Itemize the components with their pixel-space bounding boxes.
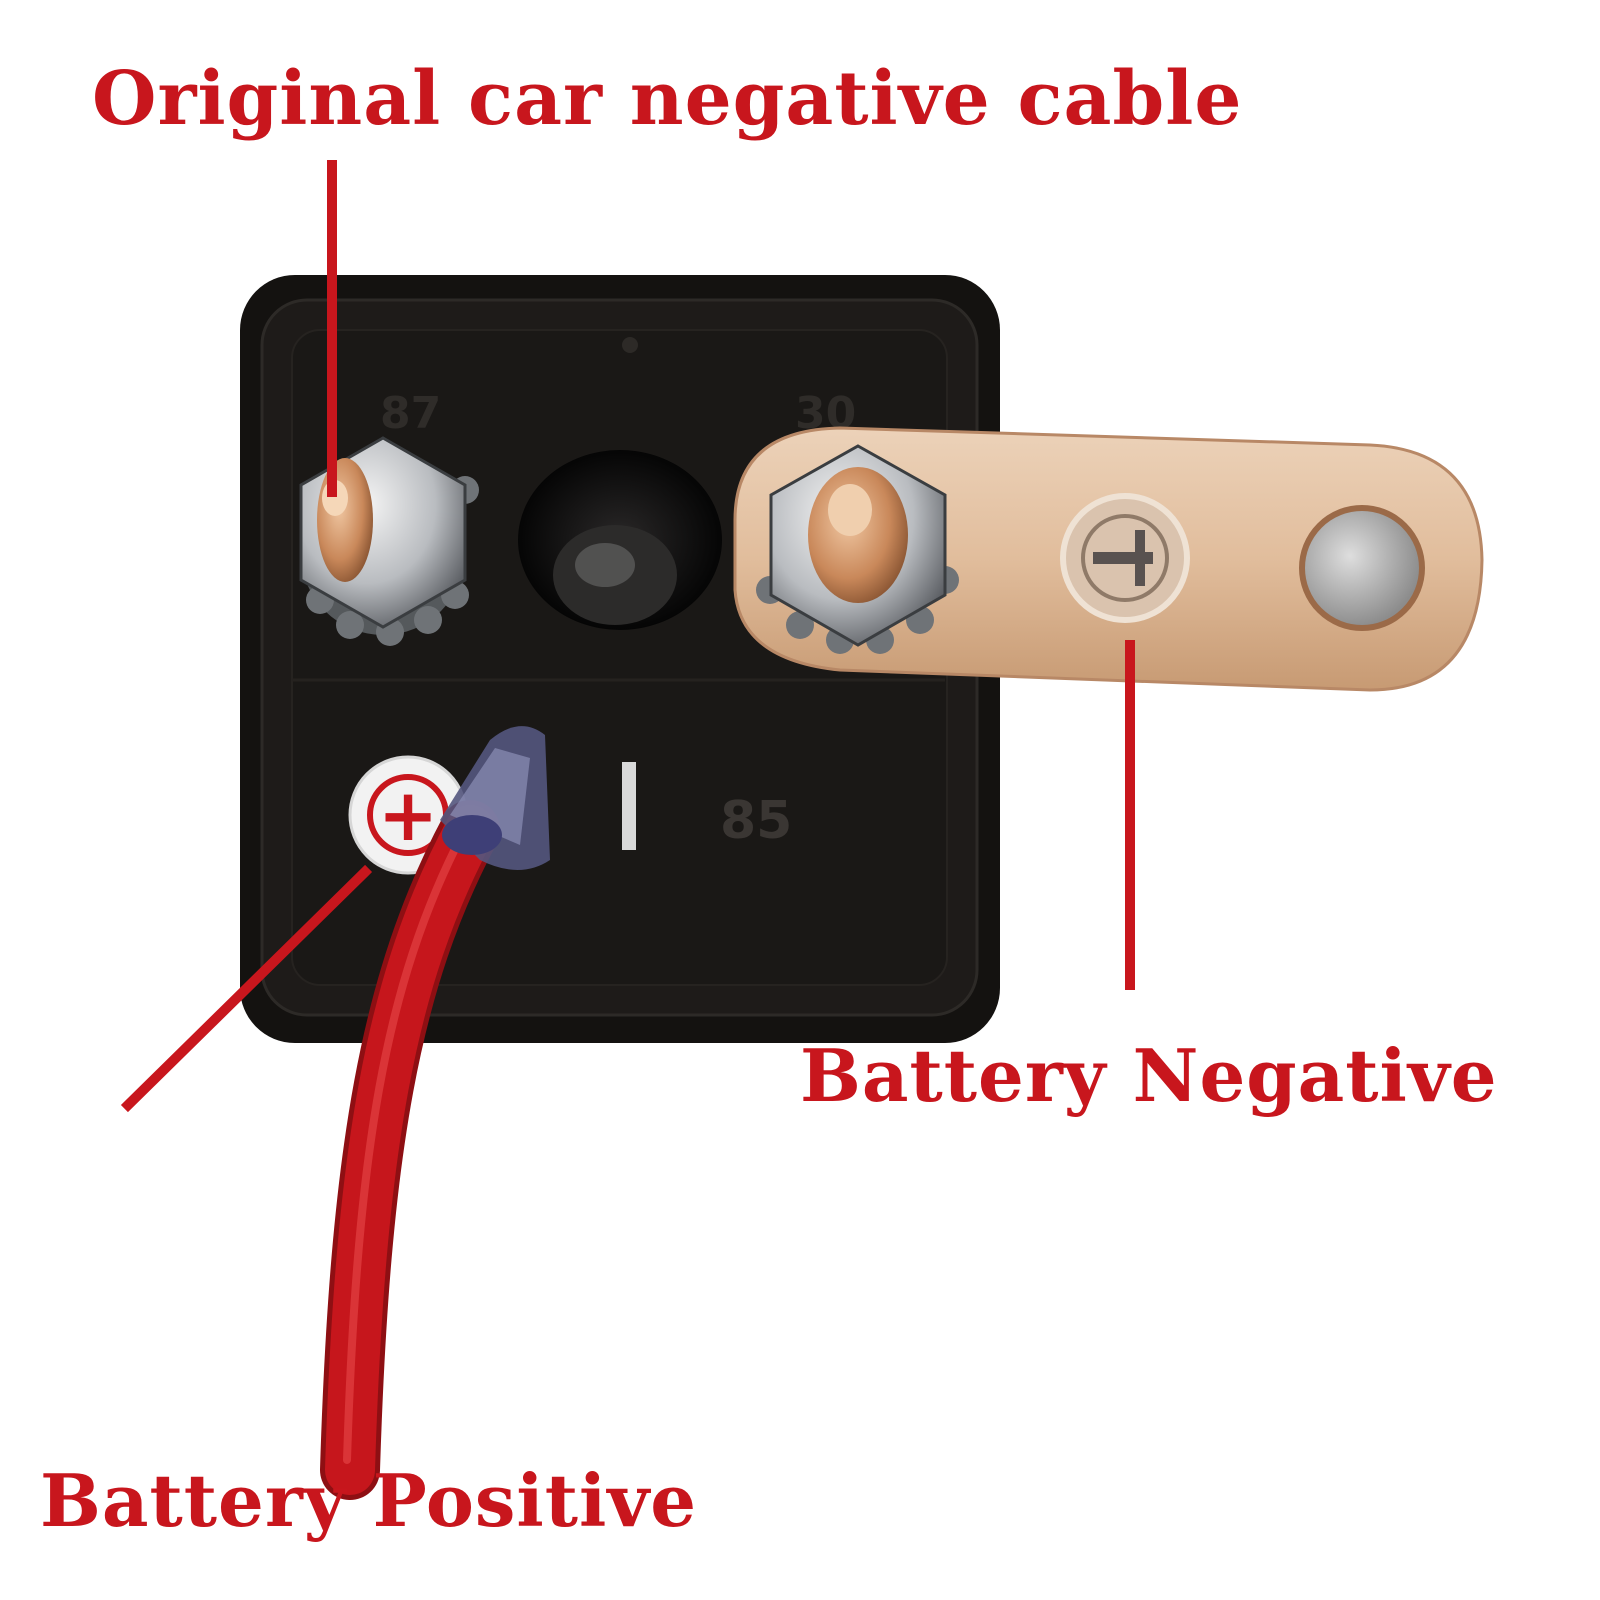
label-battery-negative: Battery Negative — [800, 1033, 1498, 1118]
terminal-30-stud — [756, 444, 959, 654]
terminal-87-mark: 87 — [380, 388, 441, 439]
plus-symbol: + — [378, 773, 438, 857]
terminal-87-stud — [299, 436, 479, 646]
callout-lines — [120, 160, 1135, 1113]
center-mounting-hole — [518, 450, 722, 630]
crimp-connector — [440, 726, 550, 870]
leader-line-battery-positive — [120, 864, 373, 1113]
battery-positive-wire — [320, 800, 500, 1500]
terminal-86-slot — [622, 762, 636, 850]
label-battery-positive: Battery Positive — [40, 1458, 698, 1543]
label-original-car-negative-cable: Original car negative cable — [92, 56, 1243, 142]
terminal-85-mark: 85 — [720, 791, 792, 851]
